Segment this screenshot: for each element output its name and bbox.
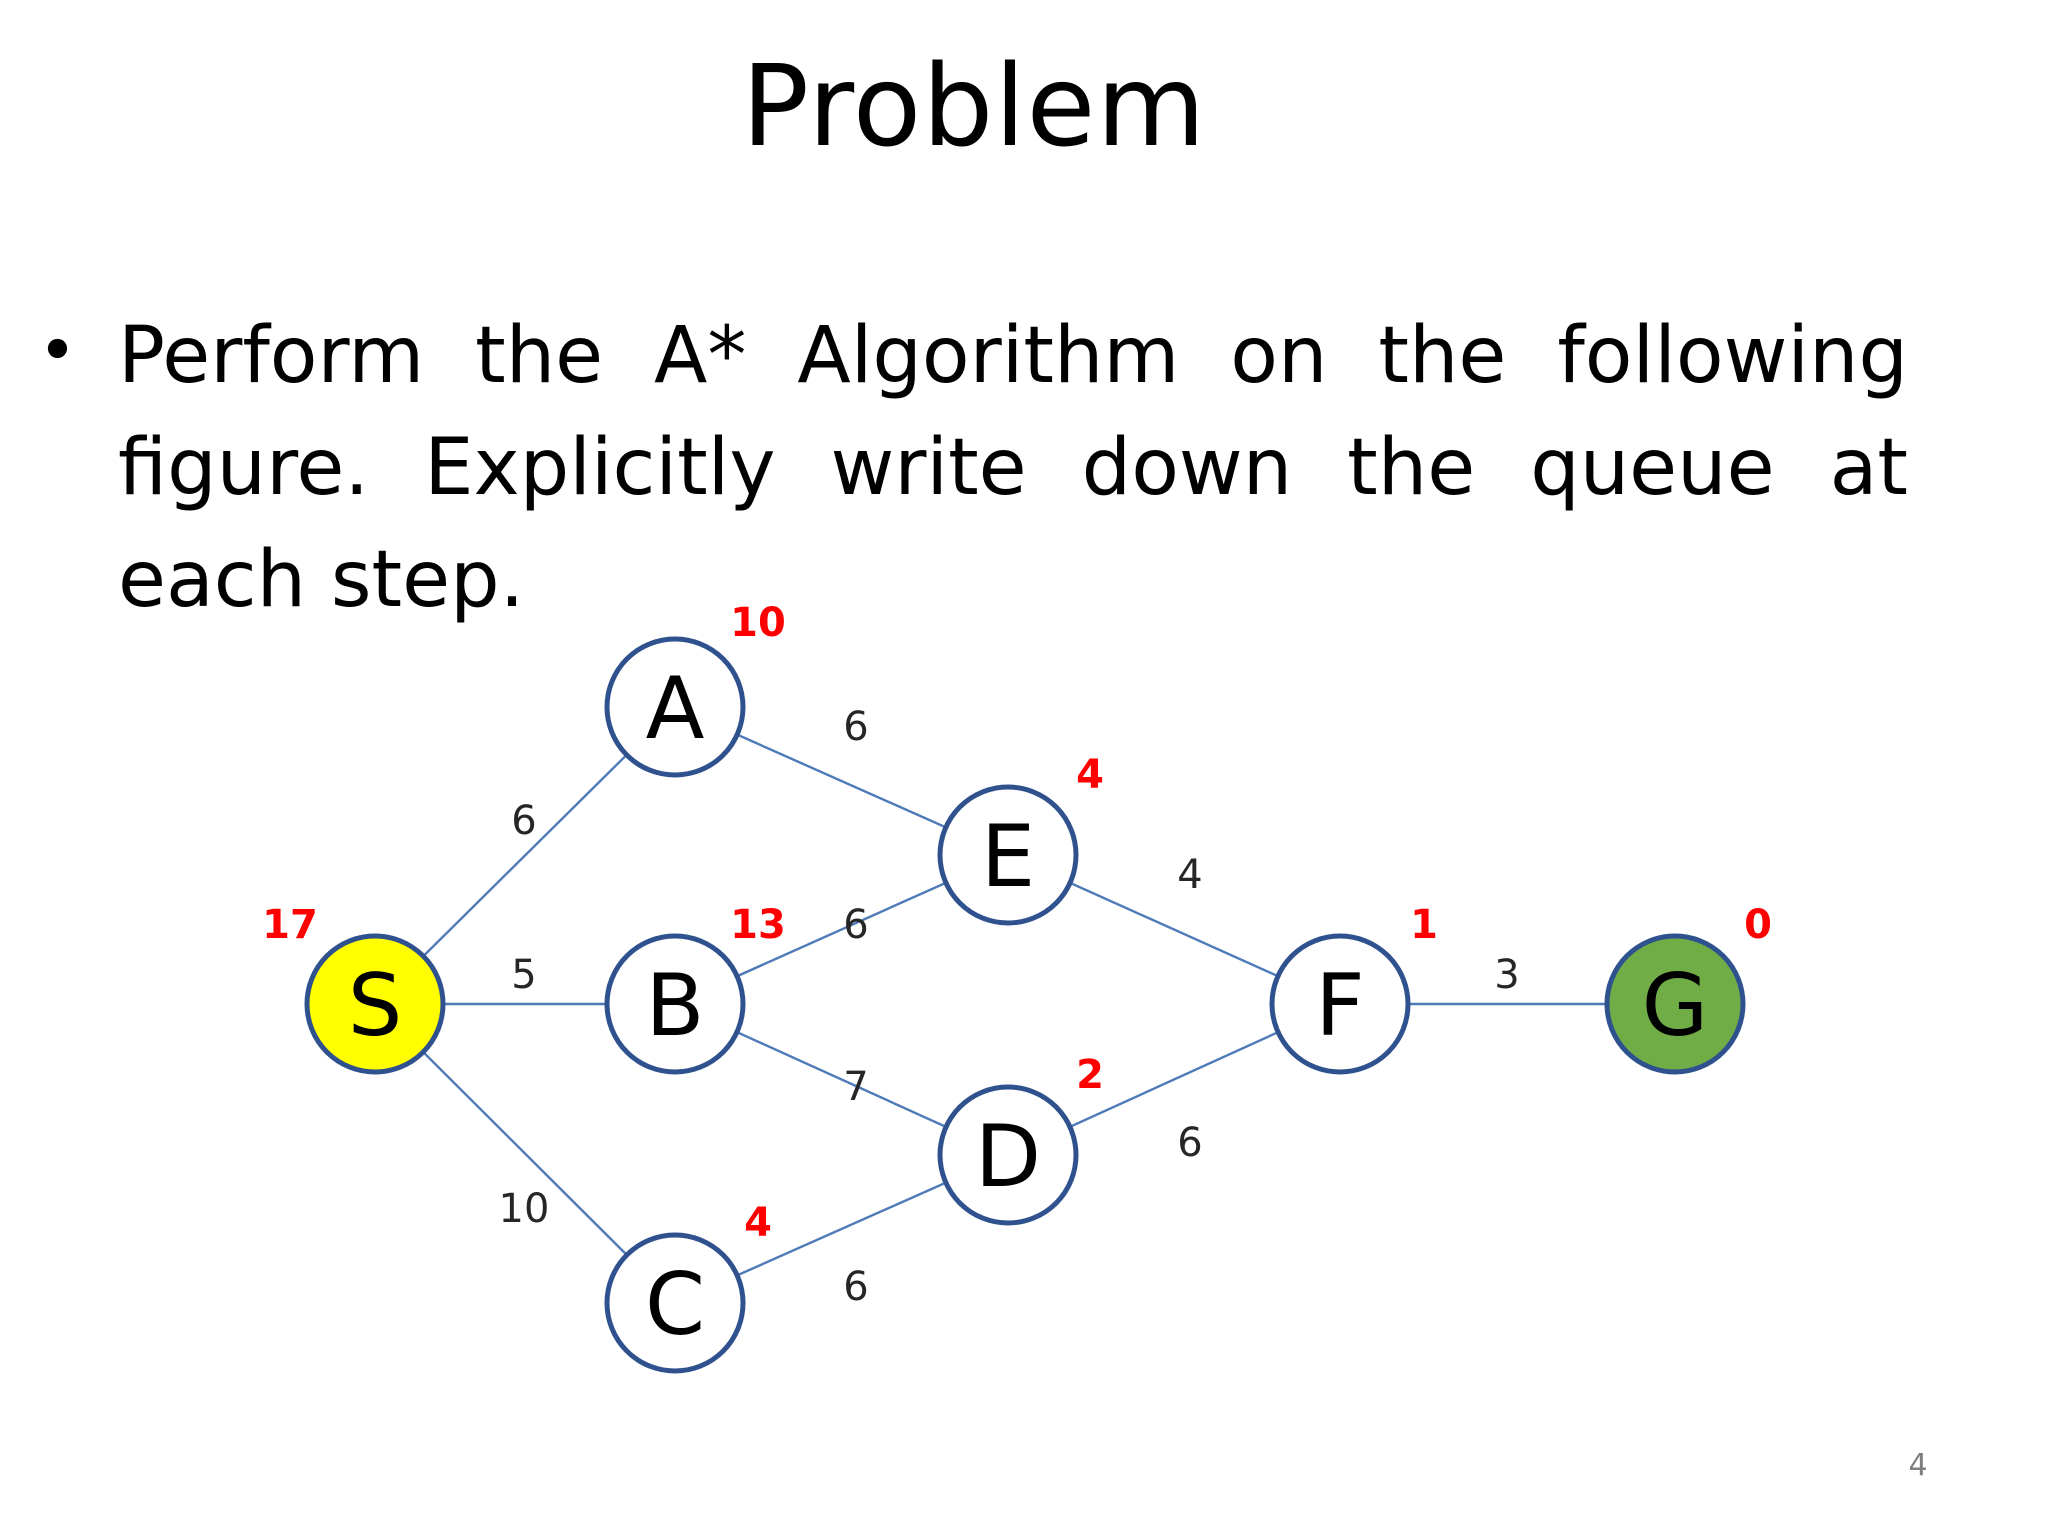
- edge-weight-s-a: 6: [511, 798, 536, 844]
- node-circle-g: [1604, 933, 1746, 1075]
- node-label-b: B: [646, 956, 705, 1056]
- node-circle-s: [304, 933, 446, 1075]
- edge-s-c: [374, 1003, 676, 1304]
- node-label-c: C: [645, 1255, 705, 1355]
- node-circle-e: [937, 784, 1079, 926]
- node-circle-b: [604, 933, 746, 1075]
- edges-layer: 6 5 10 6 6 7 6 4 6 3: [374, 704, 1675, 1310]
- heuristic-a: 10: [730, 600, 786, 646]
- node-g: G0: [1604, 902, 1772, 1075]
- node-d: D2: [937, 1052, 1104, 1226]
- node-label-e: E: [981, 807, 1035, 907]
- node-c: C4: [604, 1200, 772, 1374]
- node-circle-d: [937, 1084, 1079, 1226]
- node-e: E4: [937, 752, 1104, 926]
- edge-weight-c-d: 6: [843, 1264, 868, 1310]
- bullet-text: Perform the A* Algorithm on the followin…: [118, 311, 1908, 625]
- heuristic-s: 17: [262, 902, 318, 948]
- page-number: 4: [1908, 1448, 1928, 1483]
- heuristic-g: 0: [1744, 902, 1772, 948]
- heuristic-e: 4: [1076, 752, 1104, 798]
- node-f: F1: [1269, 902, 1438, 1075]
- node-label-g: G: [1642, 956, 1709, 1056]
- edge-weight-s-c: 10: [499, 1186, 550, 1232]
- node-circle-a: [604, 636, 746, 778]
- heuristic-f: 1: [1410, 902, 1438, 948]
- heuristic-c: 4: [744, 1200, 772, 1246]
- node-b: B 13: [604, 902, 786, 1075]
- node-label-d: D: [975, 1107, 1041, 1207]
- heuristic-b: 13: [730, 902, 786, 948]
- edge-weight-a-e: 6: [843, 704, 868, 750]
- slide-title: Problem: [741, 42, 1207, 172]
- node-circle-f: [1269, 933, 1411, 1075]
- edge-weight-f-g: 3: [1494, 952, 1519, 998]
- node-s: S 17: [262, 902, 446, 1075]
- edge-weight-d-f: 6: [1177, 1120, 1202, 1166]
- node-a: A 10: [604, 600, 786, 778]
- node-label-a: A: [646, 659, 705, 759]
- node-label-f: F: [1315, 956, 1364, 1056]
- node-label-s: S: [348, 956, 403, 1056]
- edge-weight-e-f: 4: [1177, 852, 1202, 898]
- bullet-icon: •: [38, 312, 77, 389]
- edge-weight-b-e: 6: [843, 902, 868, 948]
- heuristic-d: 2: [1076, 1052, 1104, 1098]
- edge-weight-b-d: 7: [843, 1064, 868, 1110]
- node-circle-c: [604, 1232, 746, 1374]
- edge-weight-s-b: 5: [511, 952, 536, 998]
